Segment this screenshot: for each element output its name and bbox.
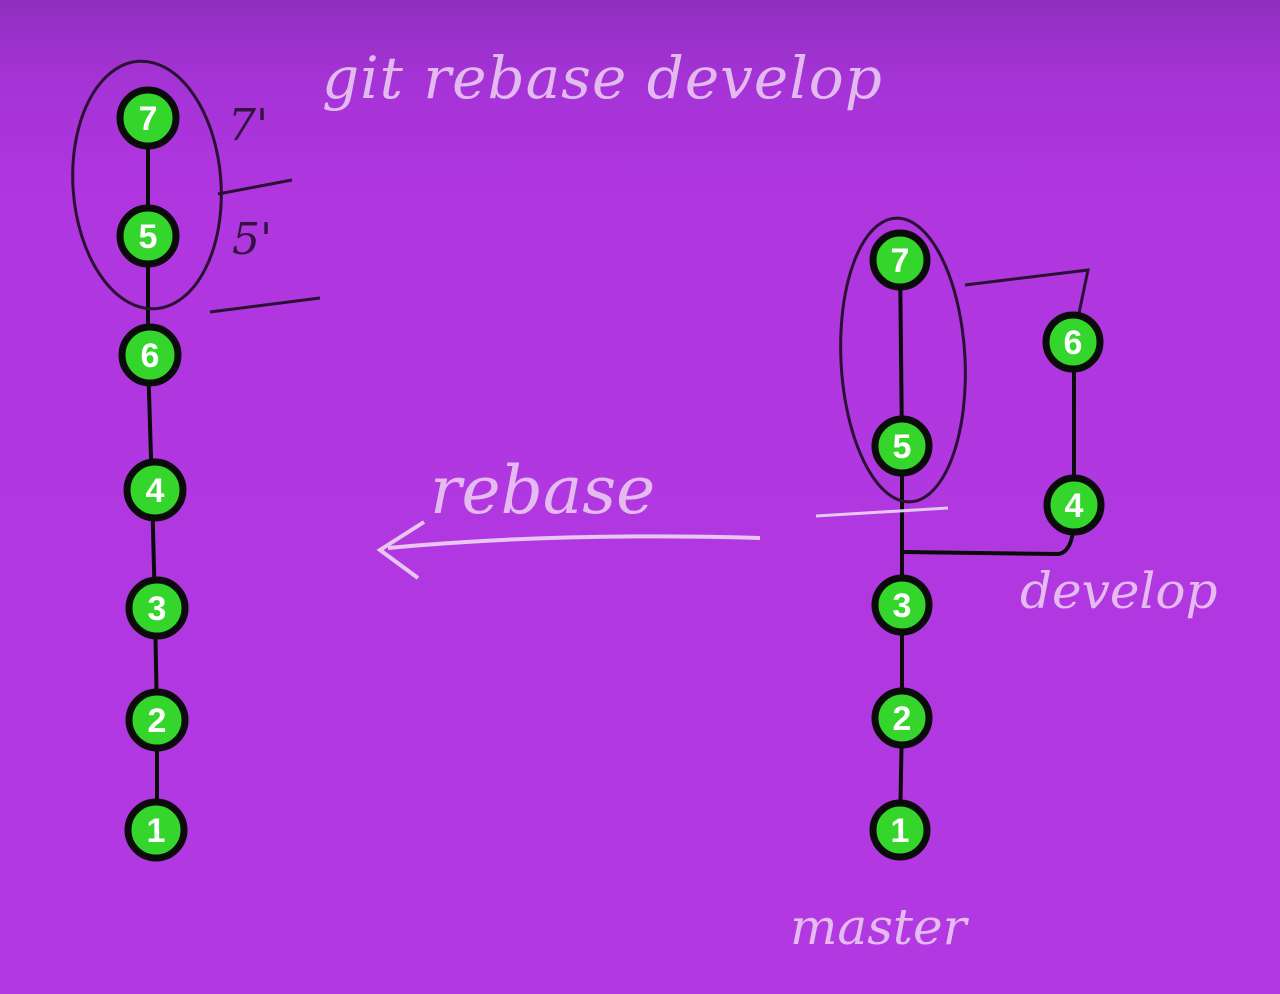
right-selection-loop	[839, 216, 967, 504]
left-commit-3-label: 3	[148, 590, 167, 628]
master-commit-7-circle	[869, 229, 931, 291]
left-commit-1-label: 1	[147, 812, 166, 850]
left-commit-6-label: 6	[141, 337, 160, 375]
left-commit-4-label: 4	[146, 472, 165, 510]
rebase-arrow-label: rebase	[430, 452, 656, 529]
develop-commit-4-label: 4	[1065, 487, 1084, 525]
master-commit-2-label: 2	[893, 700, 912, 738]
prime-5-label: 5'	[232, 214, 273, 265]
title-text: git rebase develop	[322, 44, 883, 112]
left-commit-5-circle	[116, 204, 180, 268]
left-commit-7-label: 7	[139, 100, 158, 138]
master-commit-2-circle	[871, 687, 933, 749]
develop-commit-6-label: 6	[1064, 324, 1083, 362]
left-commit-2-label: 2	[148, 702, 167, 740]
master-commit-7-label: 7	[891, 242, 910, 280]
left-commit-2-circle	[125, 688, 189, 752]
left-commit-6-circle	[118, 323, 182, 387]
left-selection-loop	[71, 59, 223, 311]
master-commit-3-circle	[871, 574, 933, 636]
left-commit-5-label: 5	[139, 218, 158, 256]
merge-base-underline	[815, 506, 949, 518]
master-commit-1-circle	[869, 799, 931, 861]
prime5-underline	[209, 296, 321, 314]
develop-commit-6-circle	[1042, 311, 1104, 373]
rebase-arrow-head	[376, 520, 426, 580]
left-commit-3-circle	[125, 576, 189, 640]
prime-7-label: 7'	[228, 100, 269, 151]
develop-branch-label: develop	[1020, 562, 1218, 620]
master-commit-5-circle	[871, 415, 933, 477]
master-commit-3-label: 3	[893, 587, 912, 625]
left-commit-1-circle	[124, 798, 188, 862]
right-loop-connector	[964, 268, 1090, 319]
master-commit-1-label: 1	[891, 812, 910, 850]
prime7-underline	[217, 178, 293, 196]
left-commit-7-circle	[116, 86, 180, 150]
master-branch-label: master	[790, 898, 967, 956]
rebase-arrow-line	[387, 534, 761, 550]
left-commit-4-circle	[123, 458, 187, 522]
develop-commit-4-circle	[1043, 474, 1105, 536]
master-commit-5-label: 5	[893, 428, 912, 466]
